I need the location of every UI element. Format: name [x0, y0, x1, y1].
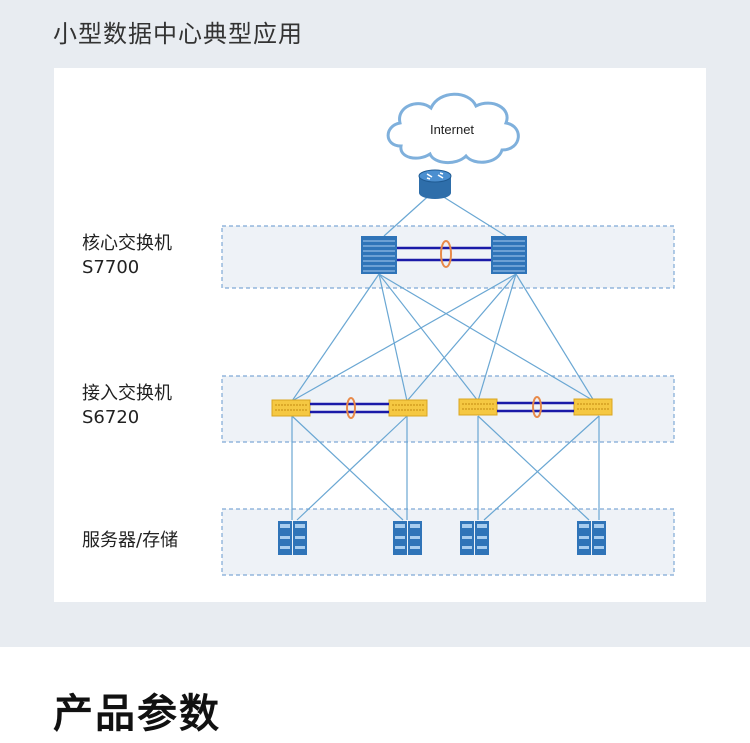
- server-1-icon: [278, 521, 307, 555]
- core-layer-model: S7700: [82, 257, 140, 278]
- network-diagram-svg: Internet: [221, 92, 675, 576]
- server-layer-label: 服务器/存储: [82, 529, 178, 553]
- access-switch-3-icon: [458, 398, 498, 416]
- access-layer-model: S6720: [82, 407, 140, 428]
- product-params-section: 产品参数: [0, 647, 750, 743]
- section-title: 小型数据中心典型应用: [53, 20, 303, 48]
- access-layer-name: 接入交换机: [82, 383, 172, 404]
- core-stack-link: [397, 240, 491, 268]
- access-stack-link-left: [310, 397, 389, 419]
- access-switch-4-icon: [573, 398, 613, 416]
- internet-label: Internet: [430, 122, 474, 137]
- typical-application-section: 小型数据中心典型应用: [53, 20, 706, 602]
- server-4-icon: [577, 521, 606, 555]
- core-layer-band: [221, 225, 675, 289]
- router-icon: [418, 169, 452, 199]
- access-switch-1-icon: [271, 399, 311, 417]
- server-layer-name: 服务器/存储: [82, 530, 179, 551]
- network-diagram: Internet: [54, 68, 706, 602]
- network-links: [291, 190, 600, 521]
- access-switch-2-icon: [388, 399, 428, 417]
- core-switch-left-icon: [361, 236, 397, 274]
- server-2-icon: [393, 521, 422, 555]
- access-stack-link-right: [497, 396, 574, 418]
- core-switch-right-icon: [491, 236, 527, 274]
- core-layer-label: 核心交换机 S7700: [82, 232, 172, 280]
- core-layer-name: 核心交换机: [82, 233, 172, 254]
- product-params-title: 产品参数: [53, 691, 221, 737]
- server-3-icon: [460, 521, 489, 555]
- access-layer-label: 接入交换机 S6720: [82, 382, 172, 430]
- internet-cloud-icon: [386, 92, 520, 164]
